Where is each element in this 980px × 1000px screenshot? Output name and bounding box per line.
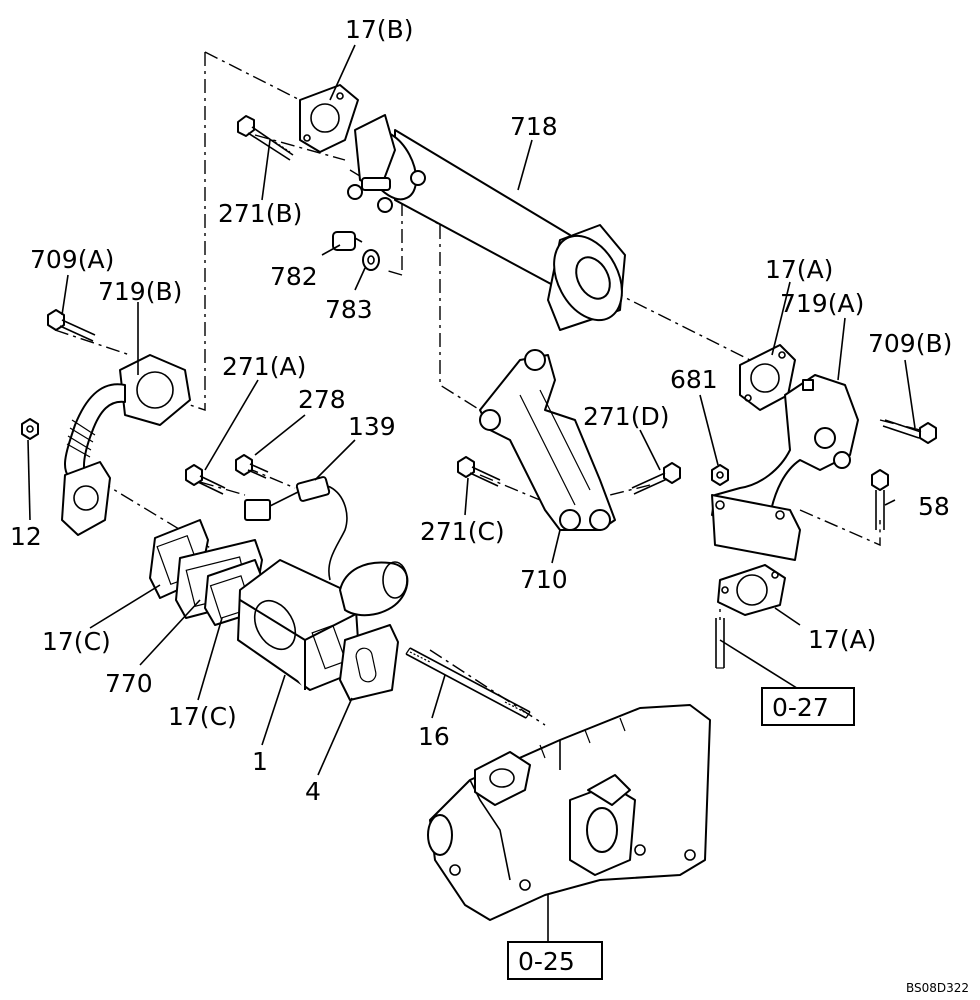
- label-271c: 271(C): [420, 517, 505, 546]
- label-719a: 719(A): [780, 289, 864, 318]
- label-17a-top: 17(A): [765, 255, 833, 284]
- pipe-719a: [711, 374, 859, 561]
- label-16: 16: [418, 722, 450, 751]
- intake-manifold: [427, 704, 711, 921]
- bolt-58: [871, 469, 889, 530]
- egr-valve-1: [237, 482, 409, 691]
- label-4: 4: [305, 777, 321, 806]
- nut-12: [21, 418, 39, 440]
- label-17b: 17(B): [345, 15, 413, 44]
- reference-box-0-25[interactable]: 0-25: [507, 941, 603, 980]
- reference-0-25[interactable]: 0-25: [518, 947, 575, 976]
- pipe-719b: [61, 354, 191, 536]
- label-58: 58: [918, 492, 950, 521]
- gasket-17a-bottom: [717, 564, 786, 616]
- label-782: 782: [270, 262, 318, 291]
- label-1: 1: [252, 747, 268, 776]
- label-17a-bottom: 17(A): [808, 625, 876, 654]
- nut-681: [711, 464, 729, 486]
- leader-lines: [27, 44, 916, 950]
- label-278: 278: [298, 385, 346, 414]
- label-770: 770: [105, 669, 153, 698]
- bolt-278: [235, 454, 269, 479]
- part-labels: 17(B) 718 271(B) 782 783 709(A) 719(B) 1…: [10, 15, 952, 806]
- label-709a: 709(A): [30, 245, 114, 274]
- gasket-17a-top: [739, 344, 796, 411]
- washer-783: [362, 249, 380, 271]
- reference-0-27[interactable]: 0-27: [772, 693, 829, 722]
- bolt-709b: [882, 419, 937, 444]
- label-709b: 709(B): [868, 329, 952, 358]
- egr-cooler-718: [347, 114, 626, 331]
- bolt-709a: [47, 309, 96, 342]
- stud-16: [405, 647, 531, 719]
- label-271d: 271(D): [583, 402, 669, 431]
- bolt-271a: [185, 464, 226, 495]
- label-710: 710: [520, 565, 568, 594]
- label-271a: 271(A): [222, 352, 306, 381]
- label-271b: 271(B): [218, 199, 302, 228]
- drawing-code: BS08D322: [906, 981, 969, 995]
- gasket-17b: [299, 84, 359, 153]
- reference-box-0-27[interactable]: 0-27: [761, 687, 855, 726]
- label-783: 783: [325, 295, 373, 324]
- bolt-271d: [631, 462, 681, 495]
- sensor-139: [244, 476, 331, 521]
- bolt-271c: [457, 456, 501, 487]
- label-12: 12: [10, 522, 42, 551]
- label-681: 681: [670, 365, 718, 394]
- label-17c-1: 17(C): [42, 627, 111, 656]
- label-17c-2: 17(C): [168, 702, 237, 731]
- label-719b: 719(B): [98, 277, 182, 306]
- plate-4: [339, 624, 399, 701]
- stud-0-27: [715, 618, 725, 669]
- bracket-710: [479, 349, 616, 531]
- label-139: 139: [348, 412, 396, 441]
- label-718: 718: [510, 112, 558, 141]
